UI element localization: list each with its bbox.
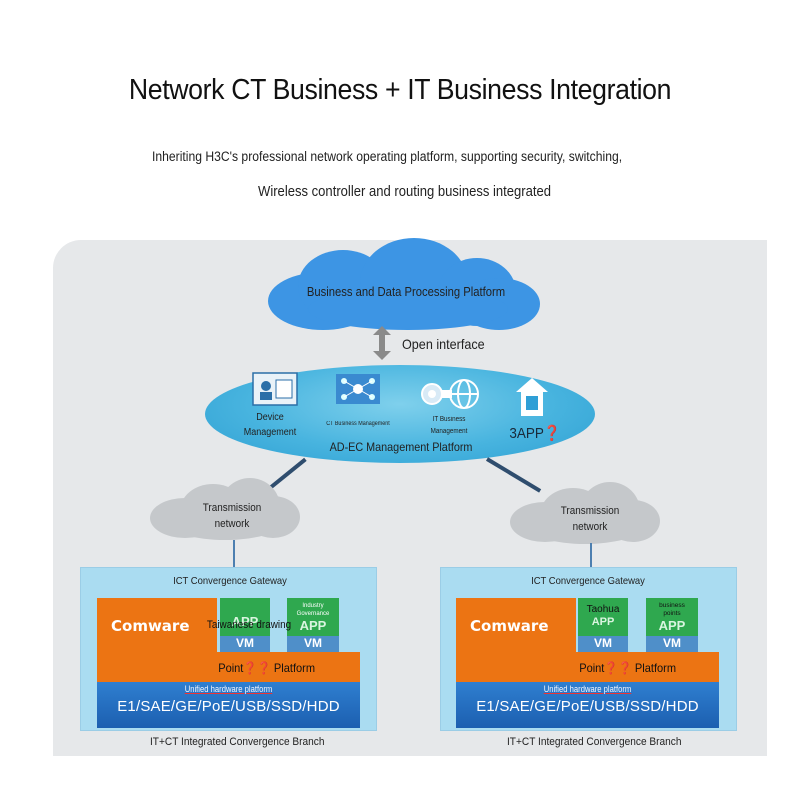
- management-platform-label: AD-EC Management Platform: [329, 440, 473, 454]
- left-transmission-label: Transmission network: [202, 502, 262, 530]
- right-point-platform-bar: [456, 652, 719, 682]
- left-app-1-label: APP: [231, 614, 259, 629]
- right-hardware-items: E1/SAE/GE/PoE/USB/SSD/HDD: [476, 698, 699, 715]
- left-app-2: Industry Governance APP: [287, 598, 339, 636]
- subtitle-line-2: Wireless controller and routing business…: [258, 184, 552, 200]
- left-comware-block: [97, 598, 217, 658]
- right-hardware-title: Unified hardware platform: [543, 684, 632, 694]
- right-transmission-label: Transmission network: [560, 505, 620, 533]
- device-management-icon: [252, 372, 298, 406]
- left-hardware-title: Unified hardware platform: [184, 684, 273, 694]
- left-vm-2: VM: [287, 636, 339, 652]
- app-store-icon: [516, 378, 548, 416]
- left-comware-label: Comware: [111, 617, 190, 635]
- left-hardware-items: E1/SAE/GE/PoE/USB/SSD/HDD: [117, 698, 340, 715]
- business-platform-cloud: [268, 238, 540, 330]
- left-gateway-label: ICT Convergence Gateway: [173, 575, 287, 587]
- right-transmission-cloud: [510, 482, 660, 544]
- subtitle-line-1: Inheriting H3C's professional network op…: [152, 149, 623, 164]
- right-vm-2: VM: [646, 636, 698, 652]
- it-management-label: IT Business Management: [430, 416, 468, 435]
- open-interface-label: Open interface: [402, 336, 485, 352]
- it-management-icon: [421, 379, 479, 409]
- left-app-2-label: APP: [299, 618, 327, 633]
- right-point-platform-label: Point❓❓ Platform: [579, 661, 677, 675]
- left-branch-caption: IT+CT Integrated Convergence Branch: [150, 736, 325, 748]
- left-app-2-small-label: Industry Governance: [296, 603, 330, 617]
- left-app-1: APP: [220, 598, 270, 636]
- right-branch-caption: IT+CT Integrated Convergence Branch: [507, 736, 682, 748]
- right-vertical-line: [590, 543, 592, 568]
- ct-management-icon: [336, 374, 380, 404]
- page-title: Network CT Business + IT Business Integr…: [128, 74, 672, 106]
- right-app-1-label: APP: [591, 616, 615, 628]
- right-comware-block: [456, 598, 576, 658]
- left-transmission-cloud: [150, 478, 300, 540]
- right-app-1: Taohua APP: [578, 598, 628, 636]
- left-point-platform-bar: [97, 652, 360, 682]
- three-app-label: 3APP❓: [509, 425, 561, 442]
- right-comware-label: Comware: [470, 617, 549, 635]
- right-app-1-top-label: Taohua: [586, 604, 620, 615]
- left-app-1-overlay-label: Taiwanese drawing: [206, 619, 292, 631]
- device-management-label: Device Management: [243, 412, 297, 438]
- ct-management-label: CT Business Management: [326, 421, 390, 427]
- left-hardware-bar: Unified hardware platform E1/SAE/GE/PoE/…: [97, 682, 360, 728]
- right-app-2-small-label: business points: [659, 602, 685, 617]
- double-arrow-icon: [373, 326, 391, 360]
- right-hardware-bar: Unified hardware platform E1/SAE/GE/PoE/…: [456, 682, 719, 728]
- top-cloud-label: Business and Data Processing Platform: [306, 285, 506, 299]
- left-vertical-line: [233, 540, 235, 568]
- right-vm-1: VM: [578, 636, 628, 652]
- left-vm-1: VM: [220, 636, 270, 652]
- right-app-2: business points APP: [646, 598, 698, 636]
- left-point-platform-label: Point❓❓ Platform: [218, 661, 316, 675]
- right-app-2-label: APP: [658, 618, 686, 633]
- right-gateway-label: ICT Convergence Gateway: [531, 575, 645, 587]
